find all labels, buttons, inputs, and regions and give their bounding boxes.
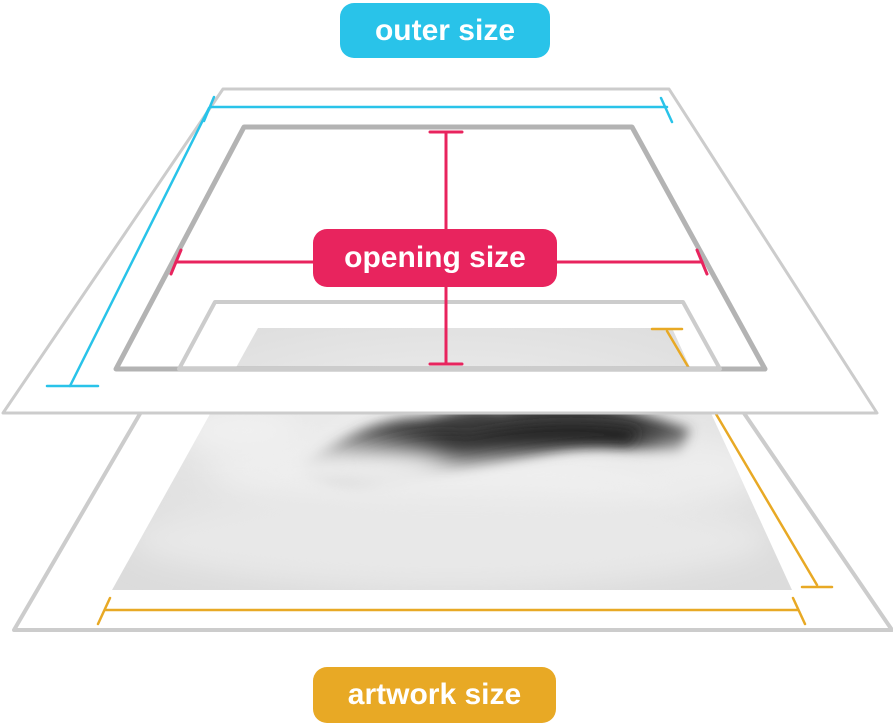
opening-width-tick-right (695, 248, 709, 276)
artwork-width-tick-left (96, 596, 112, 626)
opening-edge (113, 124, 768, 372)
opening-width-tick-left (169, 248, 183, 276)
outer-dimension-lines (45, 95, 674, 388)
inner-mat (177, 300, 722, 371)
outer-width-tick-right (659, 96, 674, 124)
opening-size-label: opening size (313, 229, 557, 287)
artwork-size-label: artwork size (313, 667, 556, 723)
outer-height-line (68, 106, 211, 388)
artwork-dimension-lines (96, 327, 834, 626)
artwork-width-tick-right (791, 596, 807, 626)
outer-size-label: outer size (340, 3, 550, 58)
